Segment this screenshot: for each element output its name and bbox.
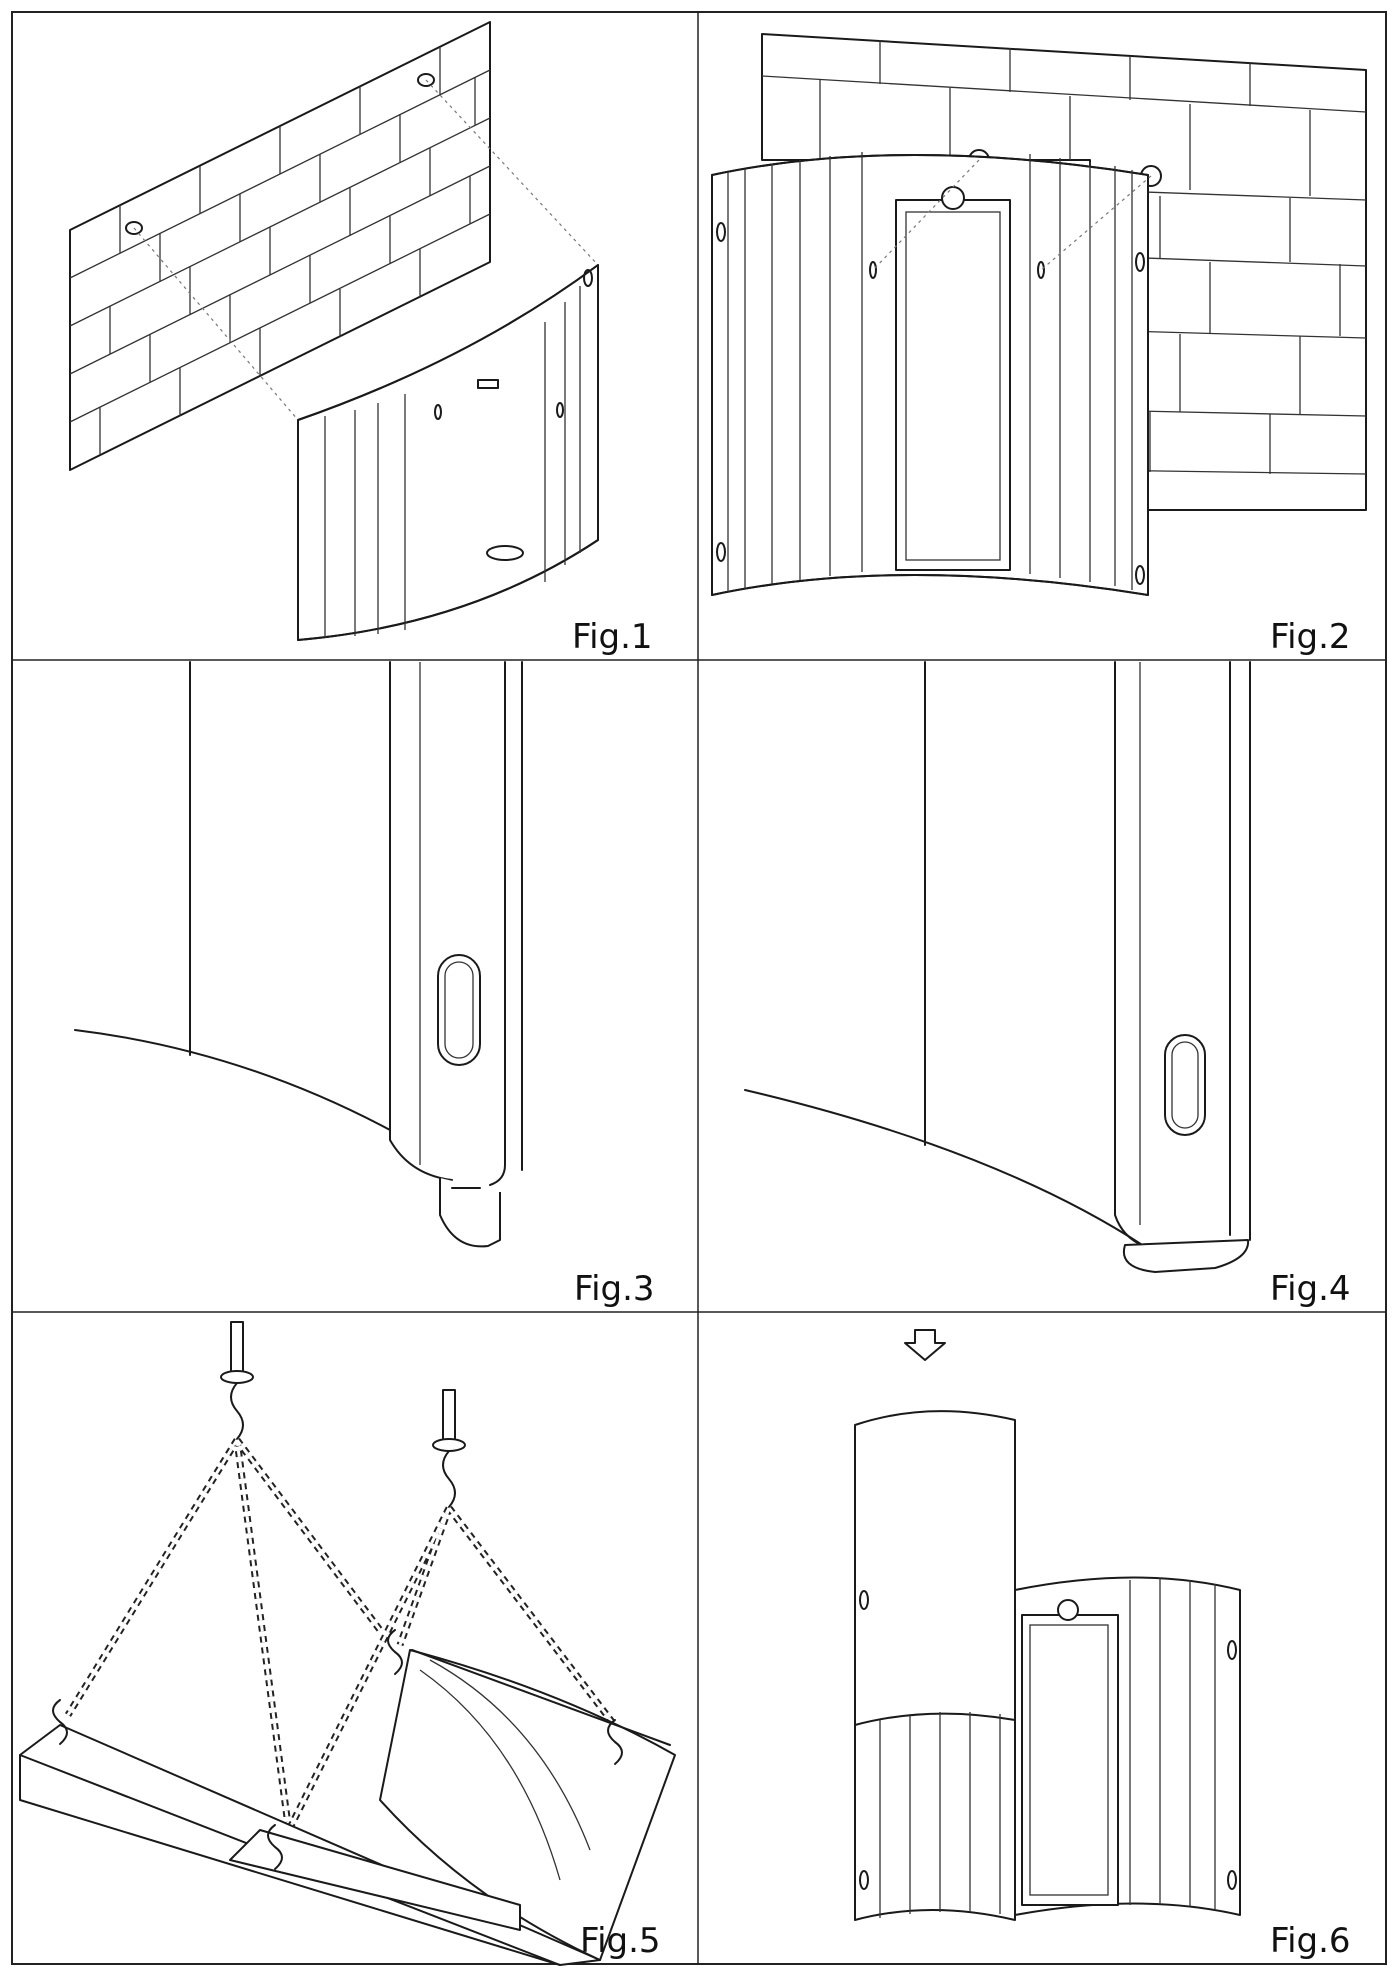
heater-shield-fig1 bbox=[297, 264, 599, 641]
fig4-panel: Fig.4 bbox=[744, 661, 1351, 1309]
fig2-label: Fig.2 bbox=[1270, 617, 1351, 657]
fig4-label: Fig.4 bbox=[1270, 1269, 1351, 1309]
heater-shield-fig2 bbox=[711, 152, 1149, 596]
fig2-panel: Fig.2 bbox=[711, 33, 1367, 657]
fig3-panel: Fig.3 bbox=[74, 661, 655, 1309]
down-arrow-icon bbox=[904, 1329, 946, 1361]
heater-shield-fig6 bbox=[1014, 1576, 1241, 1916]
fig6-label: Fig.6 bbox=[1270, 1921, 1351, 1961]
fig6-panel: Fig.6 bbox=[854, 1329, 1351, 1961]
s-hooks bbox=[52, 1629, 623, 1870]
fig1-panel: Fig.1 bbox=[69, 21, 653, 657]
support-chains bbox=[65, 1437, 625, 1841]
hanging-bolt-left bbox=[220, 1321, 254, 1440]
front-panel-fig6 bbox=[854, 1410, 1016, 1921]
shield-on-chains bbox=[19, 1649, 676, 1966]
fig5-panel: Fig.5 bbox=[19, 1321, 676, 1966]
panel-grid bbox=[11, 11, 1387, 1965]
fig3-label: Fig.3 bbox=[574, 1269, 655, 1309]
fig5-label: Fig.5 bbox=[580, 1921, 661, 1961]
fig1-label: Fig.1 bbox=[572, 617, 653, 657]
hanging-bolt-right bbox=[432, 1389, 466, 1508]
brick-wall-fig1 bbox=[69, 21, 491, 471]
